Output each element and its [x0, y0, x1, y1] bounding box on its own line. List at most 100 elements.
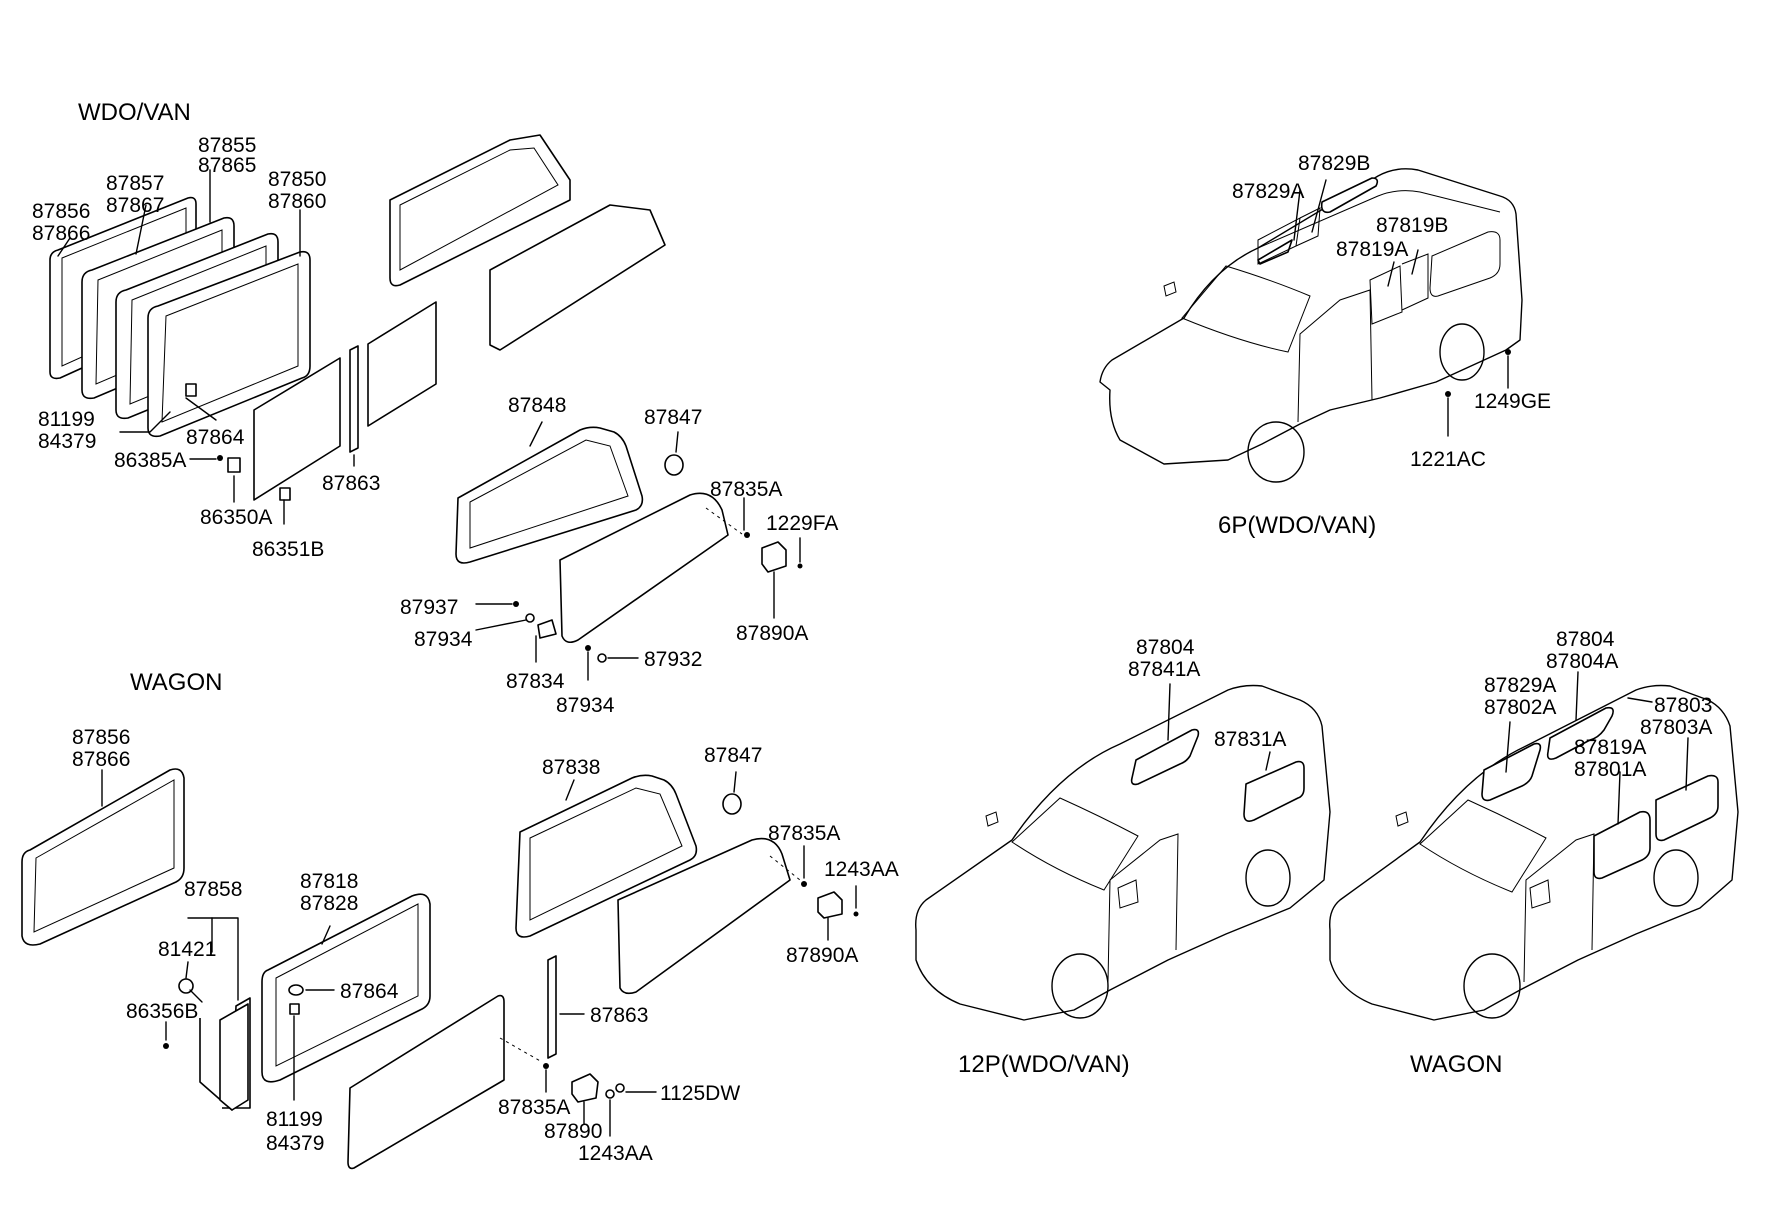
van-6p-body [1099, 168, 1523, 465]
vanwagon-label-87803: 87803 [1654, 694, 1712, 717]
van12p-label-87831A: 87831A [1214, 728, 1286, 751]
vanwagon-label-87819A: 87819A [1574, 736, 1646, 759]
van-12p-view [915, 683, 1331, 1021]
quarter-glass-upper [489, 204, 666, 351]
van-wagon-win-87802A [1481, 742, 1542, 802]
van-12p-body [915, 684, 1331, 1021]
van-wagon-rear-wheel [1653, 849, 1699, 907]
van-6p-labels: 87829B 87829A 87819B 87819A 1249GE 1221A… [1232, 152, 1551, 471]
wagon-label-1243AA-b: 1243AA [578, 1142, 653, 1165]
van6p-label-87819B: 87819B [1376, 214, 1448, 237]
label-87863: 87863 [322, 472, 380, 495]
vanwagon-label-87829A: 87829A [1484, 674, 1556, 697]
wagon-label-87828: 87828 [300, 892, 358, 915]
van6p-label-1221AC: 1221AC [1410, 448, 1486, 471]
wagon-leader-lines [101, 769, 857, 1137]
wagon-cap-87847 [722, 793, 742, 815]
latch-87864 [185, 383, 197, 397]
van-wagon-win-87801A [1593, 810, 1651, 880]
wagon-label-87864: 87864 [340, 980, 399, 1003]
label-86351B: 86351B [252, 538, 324, 561]
van6p-label-87829B: 87829B [1298, 152, 1370, 175]
wagon-strip-87863 [547, 955, 557, 1059]
van12p-label-87841A: 87841A [1128, 658, 1200, 681]
view-title-12p: 12P(WDO/VAN) [958, 1051, 1130, 1078]
label-87850: 87850 [268, 168, 326, 191]
wagon-seal-87856 [21, 768, 185, 946]
wagon-label-87847: 87847 [704, 744, 762, 767]
label-86350A: 86350A [200, 506, 272, 529]
wagon-label-1125DW: 1125DW [660, 1082, 740, 1105]
wagon-latch-87890A [817, 891, 843, 919]
van-wagon-view [1329, 671, 1739, 1021]
wagon-label-86356B: 86356B [126, 1000, 198, 1023]
label-87834: 87834 [506, 670, 565, 693]
label-87932: 87932 [644, 648, 702, 671]
fixed-glass [367, 301, 437, 427]
label-87857: 87857 [106, 172, 164, 195]
view-title-wagon: WAGON [1410, 1051, 1502, 1078]
van6p-label-1249GE: 1249GE [1474, 390, 1551, 413]
latch-87864 [288, 984, 304, 996]
wagon-label-87866: 87866 [72, 748, 130, 771]
wagon-parts-group [21, 768, 859, 1170]
van-6p-win-87829B [1320, 177, 1379, 214]
label-87856: 87856 [32, 200, 90, 223]
wagon-label-87818: 87818 [300, 870, 358, 893]
wagon-label-87863: 87863 [590, 1004, 648, 1027]
catch-81199 [289, 1003, 300, 1015]
van-wagon-front-wheel [1463, 953, 1521, 1019]
wagon-label-87858: 87858 [184, 878, 242, 901]
van-wagon-win-87803A [1655, 774, 1719, 842]
van6p-label-87819A: 87819A [1336, 238, 1408, 261]
wagon-label-87835A: 87835A [768, 822, 840, 845]
vanwagon-label-87804: 87804 [1556, 628, 1615, 651]
van-wagon-labels: 87804 87804A 87829A 87802A 87803 87803A … [1484, 628, 1712, 781]
frame-87818 [261, 893, 431, 1083]
quarter-glass-87835A [559, 492, 729, 644]
label-87855: 87855 [198, 134, 256, 157]
slider-glass [253, 357, 341, 501]
label-87937: 87937 [400, 596, 458, 619]
seal-87838 [515, 774, 698, 938]
latch-87890A [761, 541, 787, 573]
label-87866: 87866 [32, 222, 90, 245]
label-87864: 87864 [186, 426, 245, 449]
van6p-label-87829A: 87829A [1232, 180, 1304, 203]
clip-81421 [178, 978, 194, 994]
van-6p-view [1099, 168, 1523, 483]
van-wagon-body [1329, 684, 1739, 1021]
vanwagon-label-87803A: 87803A [1640, 716, 1712, 739]
wagon-label-87835A-b: 87835A [498, 1096, 570, 1119]
van-12p-win-87831A [1243, 760, 1305, 822]
van-6p-win-87829A [1257, 239, 1293, 265]
label-87867: 87867 [106, 194, 164, 217]
strip-87863 [349, 345, 359, 453]
latch-87890 [571, 1073, 599, 1103]
cap-87847 [664, 454, 684, 476]
wagon-slider-glass [347, 994, 505, 1170]
view-title-6p: 6P(WDO/VAN) [1218, 512, 1376, 539]
wdo-rear-quarter-upper [389, 134, 666, 351]
van-12p-front-wheel [1051, 953, 1109, 1019]
wagon-label-81199: 81199 [266, 1108, 323, 1131]
label-87835A: 87835A [710, 478, 782, 501]
bracket-86350A [227, 457, 241, 473]
van-12p-win-87841A [1130, 728, 1200, 786]
label-84379: 84379 [38, 430, 96, 453]
wdo-slider-window-group [49, 196, 437, 501]
van12p-label-87804: 87804 [1136, 636, 1195, 659]
pillar-87858 [219, 1003, 249, 1111]
label-87934-a: 87934 [414, 628, 473, 651]
label-1229FA: 1229FA [766, 512, 838, 535]
label-87847: 87847 [644, 406, 702, 429]
van-wagon-win-87804A [1546, 706, 1614, 760]
label-87934-b: 87934 [556, 694, 615, 717]
vanwagon-label-87801A: 87801A [1574, 758, 1646, 781]
vanwagon-label-87802A: 87802A [1484, 696, 1556, 719]
wagon-quarter-glass [617, 837, 791, 995]
wagon-label-81421: 81421 [158, 938, 216, 961]
wagon-labels: 87856 87866 87858 81421 86356B 87818 878… [72, 726, 899, 1165]
section-title-wdo-van: WDO/VAN [78, 99, 191, 126]
